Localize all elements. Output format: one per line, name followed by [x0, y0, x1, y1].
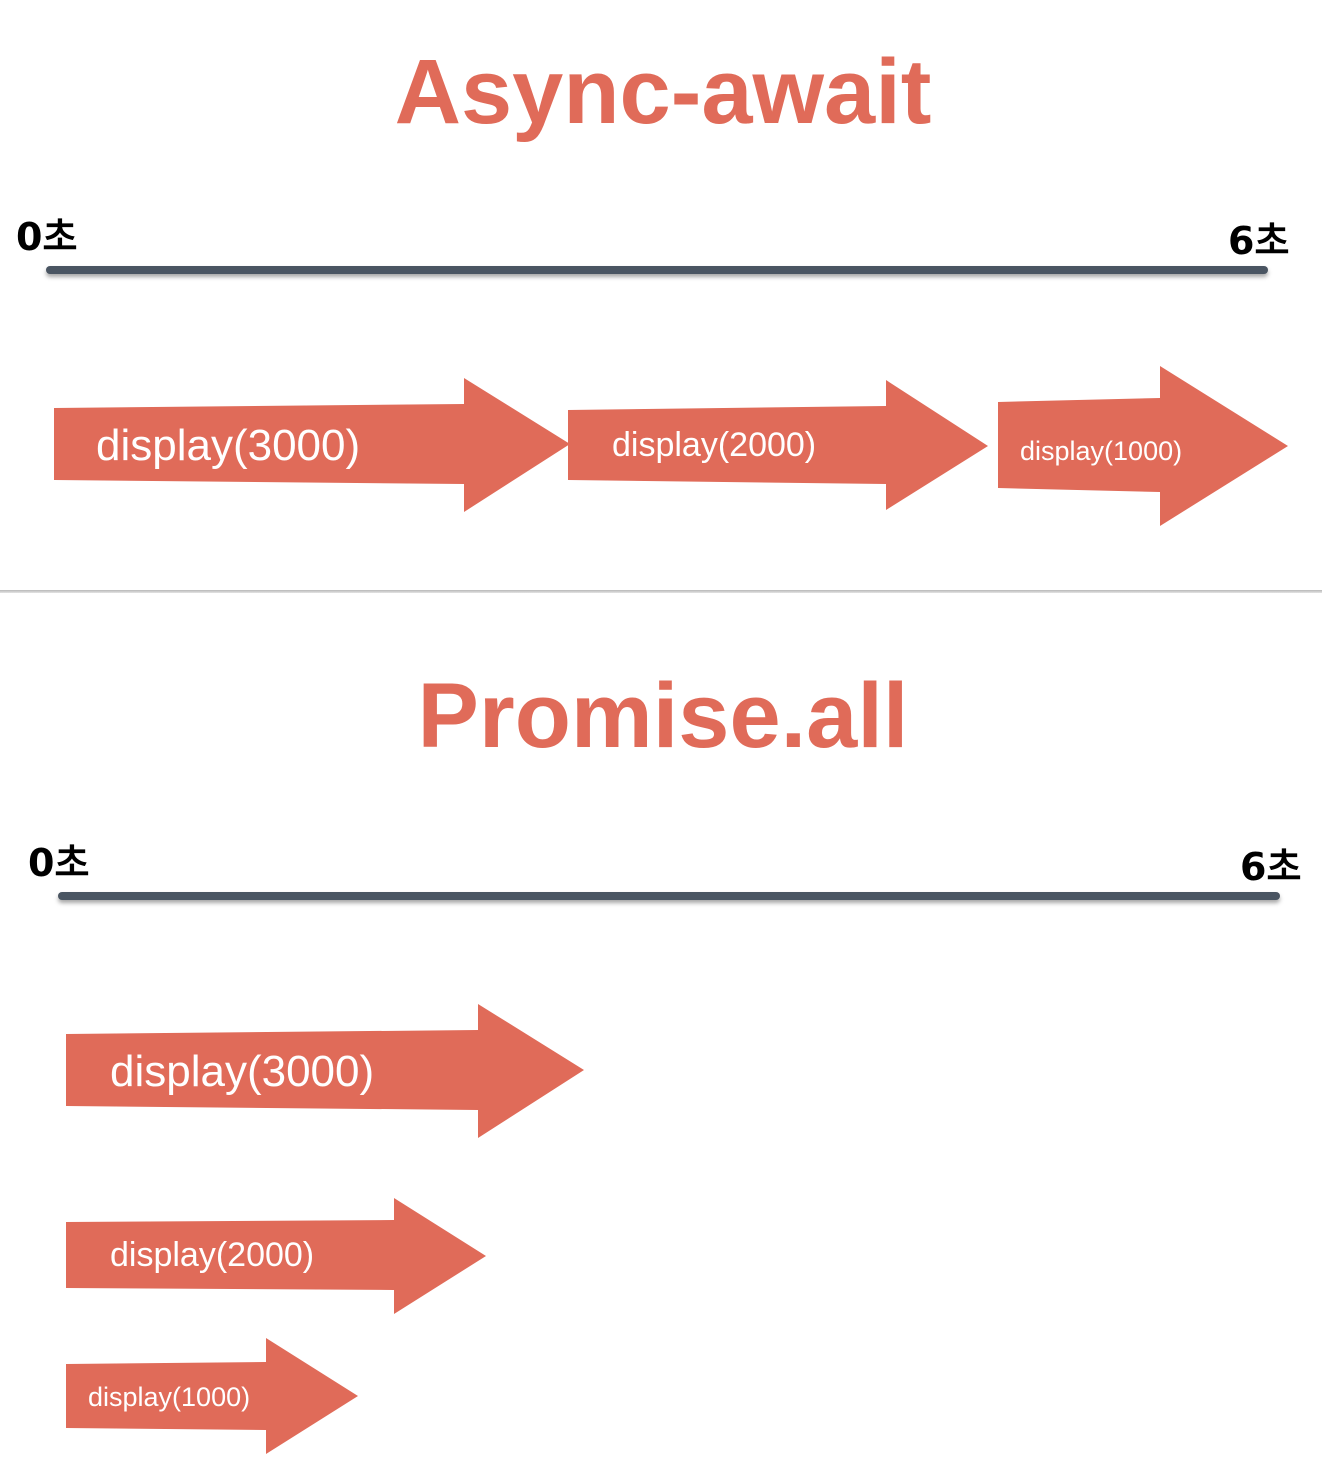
promise-all-timeline: [58, 892, 1280, 900]
promise-all-arrow-label-1000: display(1000): [88, 1382, 251, 1412]
promise-all-arrow-display-3000: display(3000): [66, 1004, 584, 1138]
async-await-arrow-label-1000: display(1000): [1020, 436, 1183, 466]
section-divider: [0, 590, 1322, 593]
promise-all-arrow-display-2000: display(2000): [66, 1198, 486, 1314]
async-await-arrow-display-3000: display(3000): [54, 378, 570, 512]
async-await-arrow-display-2000: display(2000): [568, 380, 988, 510]
async-await-arrow-display-1000: display(1000): [998, 366, 1288, 526]
async-await-start-label: 0초: [16, 215, 78, 259]
async-await-title: Async-await: [394, 41, 932, 143]
promise-all-arrow-label-2000: display(2000): [110, 1236, 315, 1274]
promise-all-end-label: 6초: [1240, 845, 1302, 889]
async-await-end-label: 6초: [1228, 219, 1290, 263]
async-await-arrow-label-2000: display(2000): [612, 426, 817, 464]
promise-all-arrow-display-1000: display(1000): [66, 1338, 358, 1454]
promise-all-start-label: 0초: [28, 841, 90, 885]
async-await-arrow-label-3000: display(3000): [96, 421, 361, 470]
promise-all-title: Promise.all: [417, 665, 909, 767]
async-await-timeline: [46, 266, 1268, 274]
promise-all-arrow-label-3000: display(3000): [110, 1047, 375, 1096]
